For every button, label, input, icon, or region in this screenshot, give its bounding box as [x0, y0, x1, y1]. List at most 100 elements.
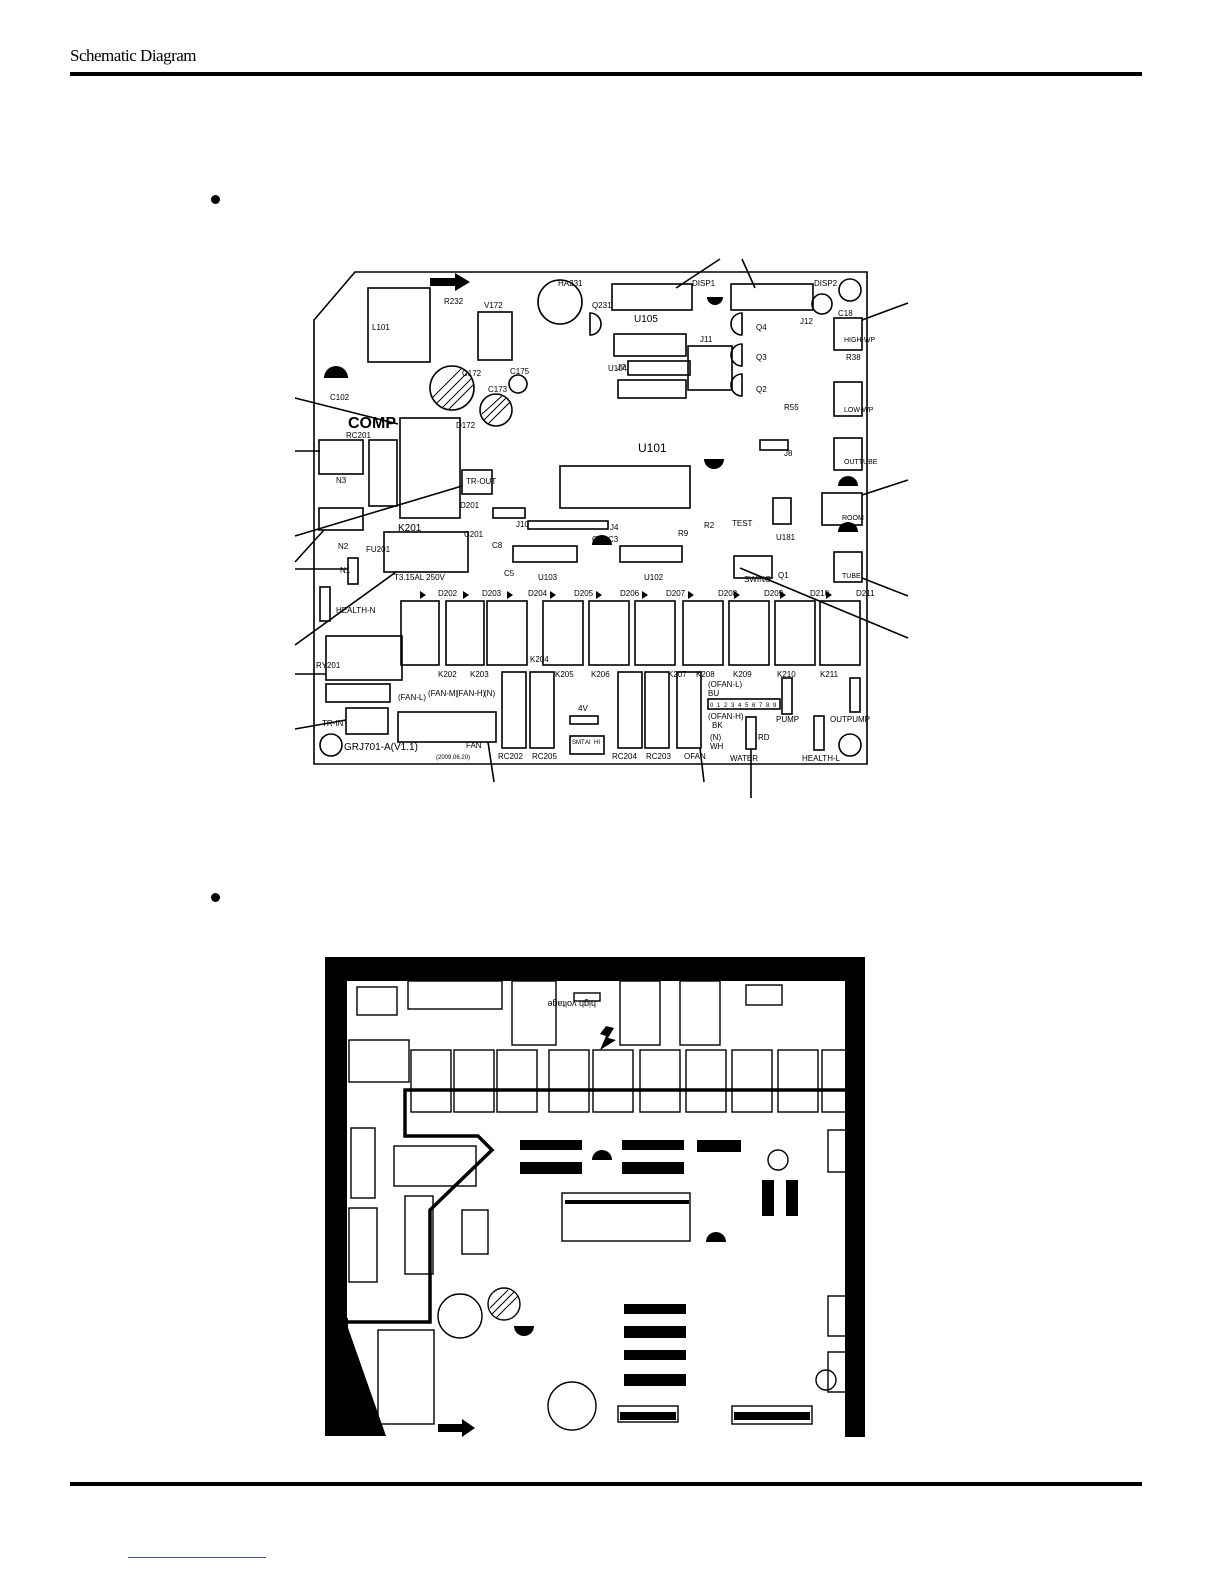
- svg-text:C5: C5: [504, 569, 515, 578]
- svg-text:WH: WH: [710, 742, 724, 751]
- l101-block: [367, 287, 431, 363]
- svg-text:D206: D206: [620, 589, 640, 598]
- svg-text:Q4: Q4: [756, 323, 767, 332]
- svg-text:L101: L101: [372, 323, 390, 332]
- svg-text:HA231: HA231: [558, 279, 583, 288]
- svg-text:2: 2: [724, 703, 728, 709]
- c4-cap-fill: [592, 535, 612, 545]
- svg-text:D202: D202: [438, 589, 458, 598]
- low-wp-connector: [833, 381, 863, 417]
- svg-text:RC202: RC202: [498, 752, 523, 761]
- board-outline: [313, 271, 868, 765]
- svg-text:(OFAN-H): (OFAN-H): [708, 712, 744, 721]
- svg-text:D208: D208: [718, 589, 738, 598]
- relay-k205: [588, 600, 630, 666]
- svg-text:BU: BU: [708, 689, 719, 698]
- header-rule: [70, 72, 1142, 76]
- high-wp-connector: [833, 317, 863, 351]
- u101-chip: [559, 465, 691, 509]
- svg-text:R9: R9: [678, 529, 689, 538]
- fan-connector: [397, 711, 497, 743]
- svg-text:FAN: FAN: [466, 741, 482, 750]
- relay-k209: [774, 600, 816, 666]
- svg-text:TEST: TEST: [732, 519, 753, 528]
- n1-terminal: [347, 557, 359, 585]
- svg-text:9: 9: [773, 703, 777, 709]
- svg-text:1: 1: [717, 703, 721, 709]
- svg-text:4V: 4V: [578, 704, 588, 713]
- q231-shape: [589, 312, 602, 336]
- svg-text:U102: U102: [644, 573, 664, 582]
- svg-text:ROOM: ROOM: [842, 515, 864, 522]
- svg-text:K205: K205: [555, 670, 574, 679]
- svg-text:K201: K201: [398, 523, 422, 534]
- svg-text:K206: K206: [591, 670, 610, 679]
- rc205-block: [529, 671, 555, 749]
- svg-text:RC204: RC204: [612, 752, 637, 761]
- svg-text:TUBE: TUBE: [842, 573, 861, 580]
- svg-text:WATER: WATER: [730, 754, 758, 763]
- rc203-block: [644, 671, 670, 749]
- c212-cap: [325, 683, 391, 703]
- svg-text:D205: D205: [574, 589, 594, 598]
- svg-text:FU201: FU201: [366, 545, 391, 554]
- ha231-circle: [537, 279, 583, 325]
- svg-text:(N): (N): [710, 733, 721, 742]
- svg-text:C18: C18: [838, 309, 853, 318]
- svg-text:DISP2: DISP2: [814, 279, 838, 288]
- svg-text:N2: N2: [338, 542, 349, 551]
- c175-cap: [508, 374, 528, 394]
- label-comp: COMP: [348, 415, 396, 432]
- pump-connector: [781, 677, 793, 715]
- c172-cap: [429, 365, 475, 411]
- svg-text:J12: J12: [800, 317, 813, 326]
- svg-text:T3.15AL 250V: T3.15AL 250V: [394, 573, 446, 582]
- health-l-terminal: [813, 715, 825, 751]
- c173-cap: [479, 393, 513, 427]
- rc201-block: [368, 439, 398, 507]
- svg-text:C4: C4: [592, 535, 603, 544]
- svg-text:R55: R55: [784, 403, 799, 412]
- svg-text:V172: V172: [484, 301, 503, 310]
- svg-text:R2: R2: [704, 521, 715, 530]
- pcb-silkscreen-diagram: COMP RC201 N3 N2 N1 HEALTH-N TR-IN K201 …: [294, 258, 909, 798]
- tr-out-connector: [461, 469, 493, 495]
- relay-k206: [634, 600, 676, 666]
- svg-text:R38: R38: [846, 353, 861, 362]
- svg-text:K207: K207: [668, 670, 687, 679]
- relay-k203: [486, 600, 528, 666]
- mount-hole: [319, 733, 343, 757]
- svg-text:U103: U103: [538, 573, 558, 582]
- svg-text:K203: K203: [470, 670, 489, 679]
- svg-text:OUTTUBE: OUTTUBE: [844, 459, 878, 466]
- relay-k207: [682, 600, 724, 666]
- svg-text:J4: J4: [610, 523, 619, 532]
- svg-text:K208: K208: [696, 670, 715, 679]
- svg-text:4: 4: [738, 703, 742, 709]
- svg-text:C3: C3: [608, 535, 619, 544]
- svg-text:HI: HI: [594, 740, 600, 746]
- svg-text:D172: D172: [456, 421, 476, 430]
- svg-text:C173: C173: [488, 385, 508, 394]
- u181-chip: [772, 497, 792, 525]
- svg-text:K204: K204: [530, 655, 549, 664]
- svg-text:J7: J7: [617, 363, 626, 372]
- u102-chip: [619, 545, 683, 563]
- water-connector: [745, 716, 757, 750]
- svg-text:RD: RD: [758, 733, 770, 742]
- swing-connector: [733, 555, 773, 579]
- svg-text:D201: D201: [460, 501, 480, 510]
- page-header-title: Schematic Diagram: [70, 46, 197, 65]
- comp-relay-block: [399, 417, 461, 519]
- footer-rule: [70, 1482, 1142, 1486]
- svg-text:SWING: SWING: [744, 575, 771, 584]
- mount-hole: [838, 278, 862, 302]
- mount-hole: [838, 733, 862, 757]
- svg-text:J8: J8: [784, 449, 793, 458]
- j9-connector: [492, 507, 526, 519]
- svg-text:HIGH-WP: HIGH-WP: [844, 337, 875, 344]
- svg-text:(N): (N): [484, 689, 495, 698]
- svg-text:DISP1: DISP1: [692, 279, 716, 288]
- svg-text:U105: U105: [634, 314, 658, 325]
- svg-text:N1: N1: [340, 566, 351, 575]
